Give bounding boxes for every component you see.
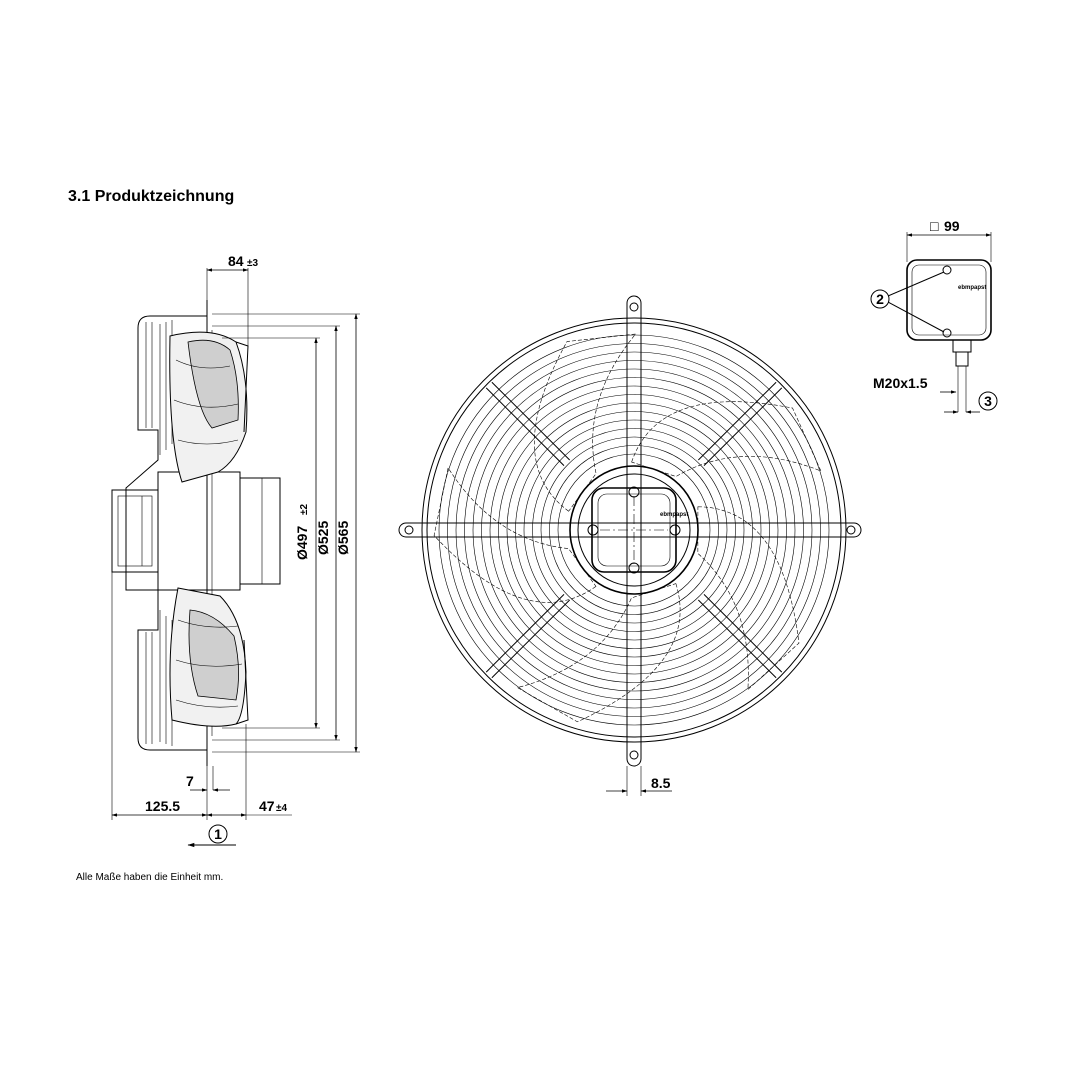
dim-8-5-label: 8.5 xyxy=(651,775,671,791)
callout-3-label: 3 xyxy=(984,393,992,409)
thread-label: M20x1.5 xyxy=(873,375,928,391)
upper-blade-side xyxy=(169,331,249,483)
guard-ring xyxy=(426,322,842,738)
terminal-brand-mark: ebmpapst xyxy=(958,285,986,291)
impeller-blade xyxy=(697,506,800,691)
front-view: ebmpapst 8.5 xyxy=(398,295,862,796)
guard-ring xyxy=(472,368,796,692)
guard-ring xyxy=(447,343,821,717)
guard-strut xyxy=(485,593,571,679)
front-brand-mark: ebmpapst xyxy=(660,512,688,518)
dim-top-label: 84 xyxy=(228,253,244,269)
guard-ring xyxy=(540,436,728,624)
lower-blade-side xyxy=(169,587,249,727)
motor-housing xyxy=(111,489,159,573)
dim-125-5-label: 125.5 xyxy=(145,798,180,814)
mounting-rail-vertical xyxy=(626,295,642,767)
rotor xyxy=(239,477,281,585)
unit-footnote: Alle Maße haben die Einheit mm. xyxy=(76,872,224,883)
callout-3-bubble xyxy=(978,391,998,411)
dia-565-label: Ø565 xyxy=(335,521,351,555)
impeller-blade xyxy=(534,333,637,512)
guard-ring xyxy=(523,419,745,641)
guard-strut xyxy=(697,593,783,679)
dia-525-label: Ø525 xyxy=(315,521,331,555)
guard-ring xyxy=(438,334,830,726)
guard-ring xyxy=(455,351,813,709)
guard-ring xyxy=(481,377,787,683)
guard-rings xyxy=(421,317,847,743)
guard-ring xyxy=(489,385,779,675)
impeller-blade xyxy=(631,401,822,477)
guard-ring xyxy=(498,394,770,666)
callout-1-label: 1 xyxy=(214,826,222,842)
dia-497-label: Ø497 xyxy=(294,526,310,560)
guard-ring xyxy=(464,360,804,700)
guard-struts xyxy=(485,381,783,679)
hub-outer xyxy=(569,465,699,595)
guard-ring xyxy=(549,445,719,615)
callout-1-bubble xyxy=(208,824,228,844)
dim-47-tolerance: ±4 xyxy=(276,803,287,814)
callout-2-bubble xyxy=(870,289,890,309)
guard-ring xyxy=(421,317,847,743)
guard-ring xyxy=(515,411,753,649)
terminal-box-body xyxy=(906,259,992,341)
guard-strut xyxy=(485,381,571,467)
guard-strut xyxy=(697,381,783,467)
square-symbol: □ xyxy=(930,218,939,234)
dim-top-tolerance: ±3 xyxy=(247,258,258,269)
guard-ring xyxy=(557,453,711,607)
side-view: 84 ±3 Ø497 ±2 Ø525 Ø565 7 125.5 47 ±4 1 xyxy=(111,253,360,848)
terminal-box-detail: □ 99 ebmpapst M20x1.5 2 3 xyxy=(870,218,998,414)
impeller-blade xyxy=(433,467,597,603)
section-title: 3.1 Produktzeichnung xyxy=(68,188,235,205)
dia-497-tolerance: ±2 xyxy=(299,504,310,515)
impeller-blades-front xyxy=(433,333,822,723)
dim-7-label: 7 xyxy=(186,773,194,789)
impeller-blade xyxy=(516,583,681,723)
mounting-rail-horizontal xyxy=(398,522,862,538)
dim-99-label: 99 xyxy=(944,218,960,234)
callout-2-label: 2 xyxy=(876,291,884,307)
dim-47-label: 47 xyxy=(259,798,275,814)
guard-ring xyxy=(506,402,762,658)
cable-gland xyxy=(952,339,972,353)
front-terminal-box xyxy=(591,487,677,573)
guard-ring xyxy=(532,428,736,632)
